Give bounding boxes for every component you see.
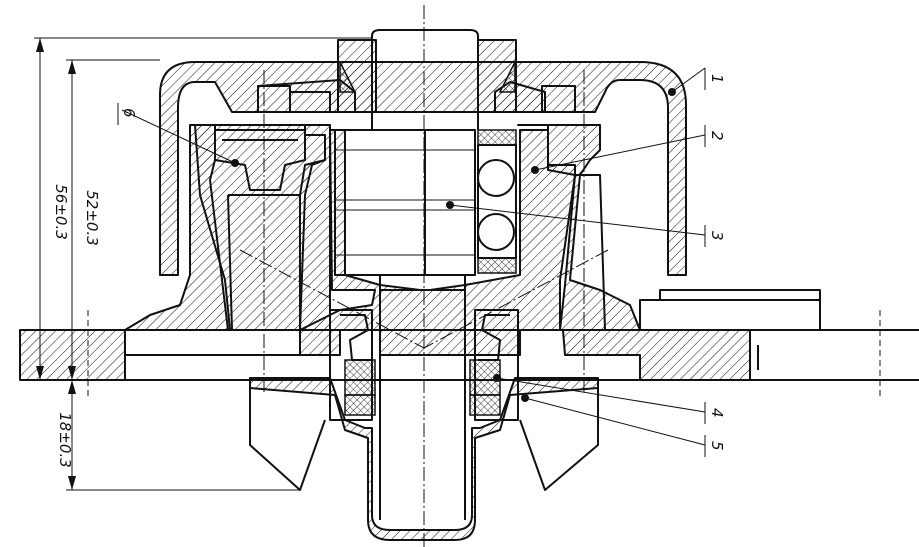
callout-part-4: 4 [496, 377, 726, 424]
pump-body [19, 124, 919, 381]
dimension-overall-height: 56±0.3 [34, 37, 372, 380]
label-part-3: 3 [708, 231, 726, 241]
dim-overall-height-text: 56±0.3 [52, 184, 70, 240]
label-part-1: 1 [708, 74, 726, 84]
label-part-4: 4 [708, 408, 726, 418]
callout-part-1: 1 [668, 67, 726, 96]
dim-body-height-text: 52±0.3 [83, 190, 101, 246]
pulley-cap [159, 39, 687, 276]
bearing-assembly [334, 29, 517, 520]
callout-part-6: 6 [117, 103, 239, 167]
label-part-2: 2 [708, 131, 726, 141]
dimension-body-height: 52±0.3 [66, 59, 160, 380]
impeller [249, 377, 599, 541]
callout-part-5: 5 [521, 394, 726, 457]
part-6-plug [214, 129, 306, 191]
callout-part-2: 2 [531, 125, 726, 174]
mechanical-seal [329, 309, 519, 421]
dimension-impeller-depth: 18±0.3 [56, 380, 300, 491]
callout-part-3: 3 [449, 204, 726, 247]
label-part-5: 5 [708, 441, 726, 451]
label-part-6: 6 [120, 108, 138, 118]
dim-impeller-depth-text: 18±0.3 [56, 412, 74, 468]
center-lines [87, 5, 881, 547]
